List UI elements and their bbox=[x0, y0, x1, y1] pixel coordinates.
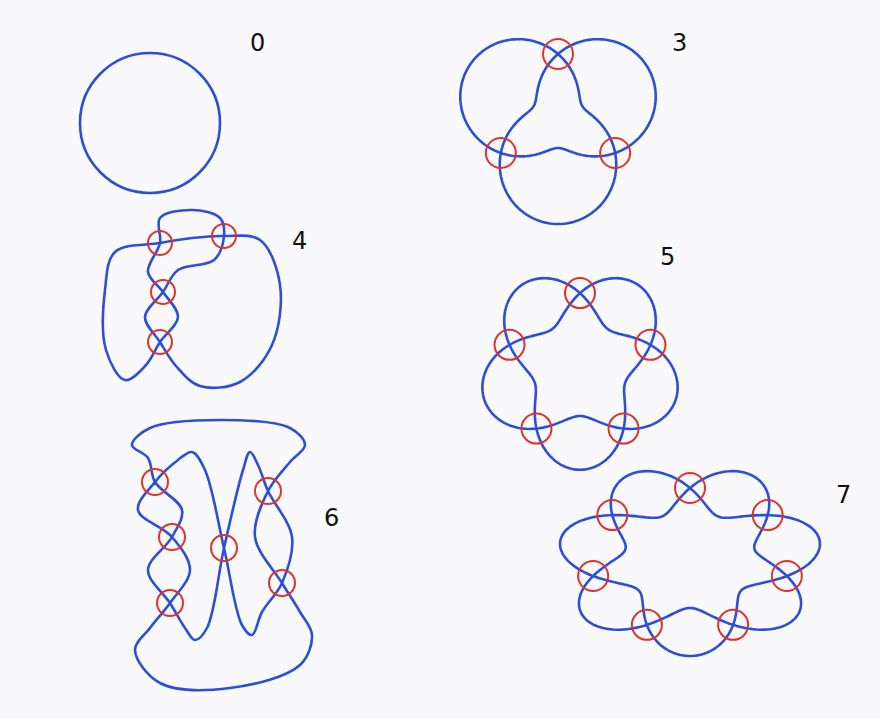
knot-curve bbox=[560, 471, 820, 656]
crossing-marker bbox=[486, 138, 516, 168]
crossing-marker bbox=[142, 469, 168, 495]
crossing-number: 6 bbox=[324, 505, 339, 531]
crossing-marker bbox=[578, 561, 608, 591]
crossing-marker bbox=[211, 535, 237, 561]
knot-curve bbox=[482, 278, 677, 470]
crossing-number: 0 bbox=[250, 30, 265, 56]
crossing-marker bbox=[772, 561, 802, 591]
crossing-marker bbox=[148, 330, 172, 354]
knot-curve bbox=[460, 39, 655, 224]
crossing-marker bbox=[609, 414, 639, 444]
crossing-marker bbox=[495, 330, 525, 360]
crossing-marker bbox=[151, 280, 175, 304]
crossing-marker bbox=[212, 224, 236, 248]
crossing-marker bbox=[635, 330, 665, 360]
crossing-markers bbox=[142, 39, 802, 640]
knot-curve bbox=[132, 420, 312, 690]
unknot-curve bbox=[80, 53, 220, 193]
crossing-number: 4 bbox=[292, 228, 307, 254]
crossing-number: 5 bbox=[660, 244, 675, 270]
crossing-marker bbox=[159, 524, 185, 550]
crossing-number: 3 bbox=[672, 30, 687, 56]
crossing-number: 7 bbox=[836, 482, 851, 508]
crossing-marker bbox=[675, 473, 705, 503]
knot-curves bbox=[80, 39, 820, 690]
crossing-marker bbox=[753, 500, 783, 530]
knot-curve bbox=[103, 210, 281, 388]
crossing-marker bbox=[600, 138, 630, 168]
crossing-marker bbox=[597, 500, 627, 530]
crossing-marker bbox=[543, 39, 573, 69]
crossing-marker bbox=[157, 590, 183, 616]
crossing-marker bbox=[521, 414, 551, 444]
crossing-marker bbox=[632, 610, 662, 640]
crossing-marker bbox=[255, 478, 281, 504]
crossing-marker bbox=[718, 610, 748, 640]
crossing-marker bbox=[565, 278, 595, 308]
crossing-marker bbox=[148, 231, 172, 255]
crossing-marker bbox=[269, 570, 295, 596]
